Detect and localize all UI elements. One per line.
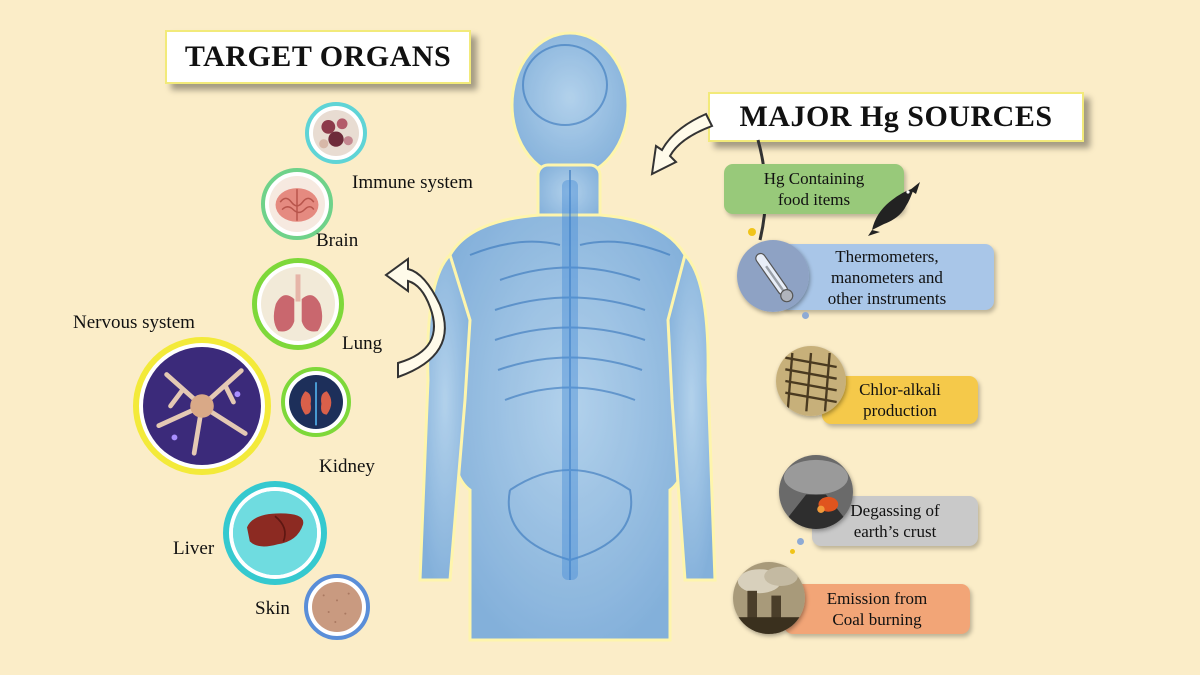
source-food-line-2: food items [777, 190, 851, 209]
body-to-organs-arrow [384, 257, 446, 379]
skin-icon [312, 582, 362, 632]
brain-label: Brain [316, 230, 359, 251]
brain-icon [269, 176, 325, 232]
source-chloralkali-line-1: Chlor-alkali [859, 380, 941, 399]
immune-cells-icon [313, 110, 359, 156]
nervous-system-label: Nervous system [73, 312, 195, 333]
organ-nervous-system [133, 337, 271, 475]
source-coal-line-2: Coal burning [832, 610, 922, 629]
volcano-image [779, 455, 853, 529]
major-hg-sources-title: MAJOR Hg SOURCES [708, 92, 1084, 142]
source-chloralkali-box: Chlor-alkali production [822, 376, 978, 424]
thermometer-image [737, 240, 809, 312]
source-chloralkali-line-2: production [863, 401, 937, 420]
organ-liver [223, 481, 327, 585]
source-food-line-1: Hg Containing [763, 169, 865, 188]
organ-lung [252, 258, 344, 350]
source-food-box: Hg Containing food items [724, 164, 904, 214]
organ-immune-system [305, 102, 367, 164]
immune-system-label: Immune system [352, 172, 473, 193]
organ-skin [304, 574, 370, 640]
fish-icon [868, 182, 920, 236]
lung-icon [261, 267, 335, 341]
thermometer-icon [737, 240, 809, 312]
source-instruments-line-3: other instruments [827, 288, 947, 308]
food-bubble-dot [748, 228, 756, 236]
factory-icon [776, 346, 846, 416]
source-degassing-line-2: earth’s crust [853, 522, 937, 541]
source-degassing-line-1: Degassing of [850, 501, 940, 520]
smokestack-image [733, 562, 805, 634]
factory-image [776, 346, 846, 416]
source-instruments-box: Thermometers, manometers and other instr… [780, 244, 994, 310]
target-organs-title: TARGET ORGANS [165, 30, 471, 84]
neuron-icon [143, 347, 261, 465]
organ-brain [261, 168, 333, 240]
degassing-bubble-dot-1 [797, 538, 804, 545]
source-coal-box: Emission from Coal burning [784, 584, 970, 634]
skin-label: Skin [255, 598, 290, 619]
source-coal-line-1: Emission from [826, 589, 928, 608]
human-body-figure [418, 31, 717, 642]
source-instruments-line-2: manometers and [831, 267, 943, 287]
organ-kidney [281, 367, 351, 437]
kidney-label: Kidney [319, 456, 375, 477]
instruments-bubble-dot [802, 312, 809, 319]
smokestack-icon [733, 562, 805, 634]
liver-icon [233, 491, 317, 575]
source-instruments-line-1: Thermometers, [835, 246, 939, 266]
kidney-icon [289, 375, 343, 429]
volcano-icon [779, 455, 853, 529]
liver-label: Liver [173, 538, 215, 559]
degassing-bubble-dot-2 [790, 549, 795, 554]
lung-label: Lung [342, 333, 383, 354]
